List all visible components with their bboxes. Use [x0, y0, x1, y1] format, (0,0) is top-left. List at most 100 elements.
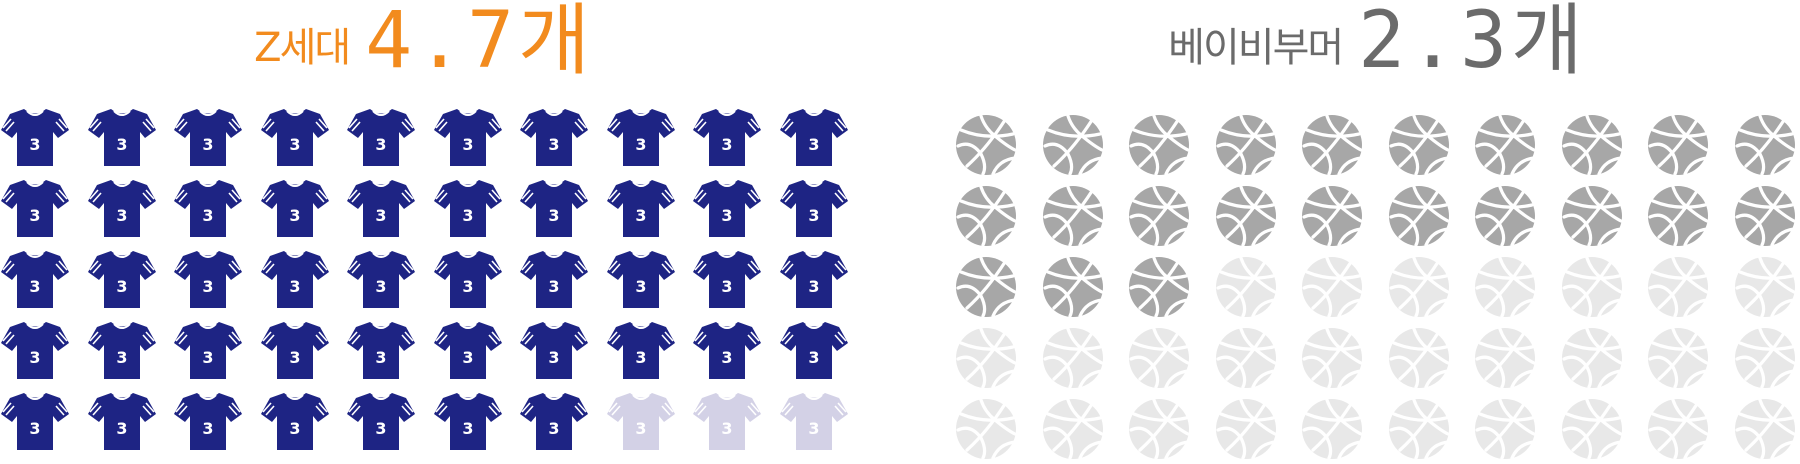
- jersey-number: 3: [375, 277, 386, 296]
- basketball-icon-filled: [1215, 185, 1277, 247]
- basketball-icon-filled: [1734, 114, 1796, 176]
- jersey-number: 3: [808, 135, 819, 154]
- jersey-number: 3: [721, 135, 732, 154]
- jersey-icon-filled: 3: [1, 322, 69, 379]
- jersey-icon-filled: 3: [520, 180, 588, 237]
- basketball-icon-empty: [1561, 398, 1623, 460]
- jersey-number: 3: [116, 277, 127, 296]
- basketball-icon-empty: [1475, 256, 1536, 318]
- baby-boomer-title: 베이비부머 2.3개: [955, 2, 1800, 80]
- basketball-icon-empty: [1734, 327, 1796, 389]
- basketball-icon-filled: [1129, 114, 1190, 176]
- jersey-icon-filled: 3: [347, 393, 415, 450]
- basketball-icon-empty: [1302, 256, 1363, 318]
- jersey-number: 3: [202, 419, 213, 438]
- jersey-icon-filled: 3: [433, 322, 502, 379]
- basketball-icon-filled: [1042, 256, 1104, 318]
- basketball-icon-empty: [1648, 398, 1709, 460]
- jersey-icon-filled: 3: [520, 322, 588, 379]
- jersey-number: 3: [548, 277, 559, 296]
- z-generation-panel: Z세대 4.7개 3 3 3 3 3 3 3 3 3 3 3 3 3 3 3 3 3 3 3 3 3 3 3 3 3 3 3 3 3 3 3…: [0, 0, 860, 463]
- jersey-icon-filled: 3: [174, 180, 242, 237]
- basketball-icon-empty: [956, 398, 1017, 460]
- jersey-icon-filled: 3: [520, 109, 588, 166]
- basketball-icon-filled: [1302, 114, 1363, 176]
- basketball-icon-filled: [1475, 114, 1536, 176]
- jersey-number: 3: [116, 206, 127, 225]
- jersey-number: 3: [548, 348, 559, 367]
- jersey-number: 3: [462, 348, 473, 367]
- basketball-icon-filled: [1302, 185, 1363, 247]
- jersey-number: 3: [808, 348, 819, 367]
- jersey-number: 3: [635, 419, 646, 438]
- jersey-number: 3: [289, 348, 300, 367]
- z-generation-value: 4.7개: [365, 0, 594, 86]
- z-generation-title: Z세대 4.7개: [0, 2, 854, 80]
- jersey-number: 3: [375, 348, 386, 367]
- jersey-icon-filled: 3: [433, 393, 502, 450]
- baby-boomer-panel: 베이비부머 2.3개: [955, 0, 1800, 463]
- jersey-icon-filled: 3: [174, 393, 242, 450]
- basketball-icon-filled: [1734, 185, 1796, 247]
- jersey-number: 3: [202, 135, 213, 154]
- jersey-number: 3: [721, 348, 732, 367]
- jersey-icon-filled: 3: [693, 109, 761, 166]
- basketball-icon-empty: [1042, 327, 1104, 389]
- basketball-icon-empty: [1734, 256, 1796, 318]
- basketball-icon-empty: [1302, 327, 1363, 389]
- jersey-icon-filled: 3: [174, 109, 242, 166]
- basketball-icon-filled: [1042, 114, 1104, 176]
- jersey-icon-empty: 3: [606, 393, 675, 450]
- basketball-icon-empty: [1561, 256, 1623, 318]
- jersey-icon-filled: 3: [779, 322, 848, 379]
- jersey-number: 3: [29, 135, 40, 154]
- jersey-number: 3: [808, 206, 819, 225]
- jersey-icon-filled: 3: [260, 393, 329, 450]
- basketball-icon-filled: [1561, 185, 1623, 247]
- baby-boomer-label: 베이비부머: [1168, 25, 1344, 71]
- jersey-icon-filled: 3: [347, 251, 415, 308]
- jersey-icon-filled: 3: [1, 251, 69, 308]
- jersey-icon-filled: 3: [347, 322, 415, 379]
- basketball-icon-empty: [1215, 327, 1277, 389]
- basketball-icon-filled: [1388, 114, 1450, 176]
- jersey-number: 3: [721, 206, 732, 225]
- jersey-number: 3: [202, 277, 213, 296]
- basketball-icon-filled: [956, 185, 1017, 247]
- basketball-icon-empty: [956, 327, 1017, 389]
- z-generation-label: Z세대: [254, 25, 351, 71]
- jersey-number: 3: [29, 277, 40, 296]
- basketball-icon-empty: [1648, 327, 1709, 389]
- jersey-icon-filled: 3: [347, 180, 415, 237]
- basketball-icon-empty: [1215, 398, 1277, 460]
- jersey-number: 3: [289, 135, 300, 154]
- jersey-number: 3: [462, 419, 473, 438]
- basketball-icon-empty: [1388, 327, 1450, 389]
- jersey-number: 3: [375, 135, 386, 154]
- basketball-icon-empty: [1561, 327, 1623, 389]
- jersey-icon-filled: 3: [693, 180, 761, 237]
- jersey-number: 3: [635, 348, 646, 367]
- jersey-number: 3: [375, 206, 386, 225]
- jersey-icon-filled: 3: [433, 180, 502, 237]
- basketball-icon-filled: [1129, 185, 1190, 247]
- jersey-icon-filled: 3: [174, 251, 242, 308]
- jersey-number: 3: [289, 419, 300, 438]
- jersey-number: 3: [721, 419, 732, 438]
- jersey-number: 3: [548, 419, 559, 438]
- jersey-icon-filled: 3: [87, 322, 156, 379]
- basketball-icon-filled: [1129, 256, 1190, 318]
- jersey-number: 3: [202, 206, 213, 225]
- jersey-icon-empty: 3: [779, 393, 848, 450]
- basketball-icon-empty: [1388, 398, 1450, 460]
- jersey-icon-filled: 3: [606, 180, 675, 237]
- jersey-number: 3: [808, 419, 819, 438]
- basketball-pictograph-grid: [955, 114, 1800, 464]
- jersey-icon-empty: 3: [693, 393, 761, 450]
- jersey-icon-filled: 3: [520, 393, 588, 450]
- jersey-number: 3: [116, 348, 127, 367]
- basketball-icon-empty: [1215, 256, 1277, 318]
- jersey-icon-filled: 3: [606, 251, 675, 308]
- jersey-number: 3: [29, 348, 40, 367]
